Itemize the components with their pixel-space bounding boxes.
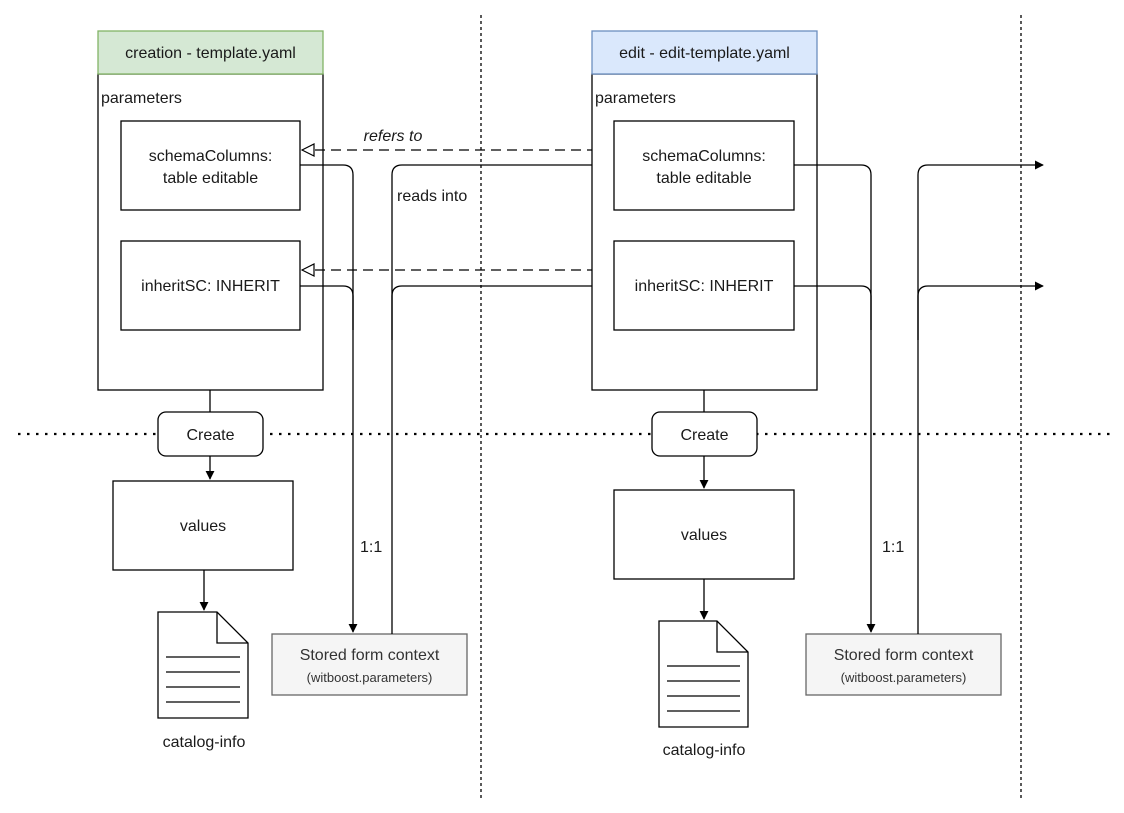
creation-catalog-info-label: catalog-info <box>163 734 246 751</box>
creation-document-icon <box>157 611 249 719</box>
creation-inherit-to-context-line <box>300 285 354 330</box>
edit-inherit-to-context-line <box>794 285 872 330</box>
creation-values-box <box>112 480 294 571</box>
edit-schema-columns-line2: table editable <box>656 170 751 187</box>
creation-parameters-label: parameters <box>101 90 182 107</box>
creation-template-title: creation - template.yaml <box>125 45 296 62</box>
edit-inherit-label: inheritSC: INHERIT <box>635 278 774 295</box>
edit-schema-columns-line1: schemaColumns: <box>642 148 766 165</box>
edit-context-title: Stored form context <box>834 647 974 664</box>
creation-ratio-label: 1:1 <box>360 539 382 556</box>
creation-template: creation - template.yaml parameters sche… <box>97 30 324 391</box>
creation-schema-to-context-arrow <box>300 164 358 633</box>
creation-context-title: Stored form context <box>300 647 440 664</box>
edit-context-subtitle: (witboost.parameters) <box>841 670 967 685</box>
creation-inherit-box <box>120 240 301 331</box>
edit-schema-to-context-arrow <box>794 164 876 633</box>
creation-create-button-label: Create <box>186 427 234 444</box>
creation-context-subtitle: (witboost.parameters) <box>307 670 433 685</box>
edit-create-button[interactable]: Create <box>651 411 758 457</box>
creation-inherit-label: inheritSC: INHERIT <box>141 278 280 295</box>
creation-values-label: values <box>180 518 226 535</box>
creation-schema-columns-line2: table editable <box>163 170 258 187</box>
edit-catalog-info-label: catalog-info <box>663 742 746 759</box>
reads-into-schema-arrow <box>391 160 612 634</box>
edit-template: edit - edit-template.yaml parameters sch… <box>591 30 818 391</box>
edit-schema-columns-box <box>613 120 795 211</box>
reads-into-label: reads into <box>397 188 467 205</box>
creation-schema-columns-box <box>120 120 301 211</box>
reads-into-inherit-arrow <box>391 281 612 340</box>
edit-parameters-label: parameters <box>595 90 676 107</box>
edit-values-label: values <box>681 527 727 544</box>
creation-create-button[interactable]: Create <box>157 411 264 457</box>
edit-template-header <box>591 30 818 75</box>
next-step-schema-arrow <box>917 160 1044 634</box>
refers-to-label: refers to <box>364 128 423 145</box>
creation-template-header <box>97 30 324 75</box>
edit-ratio-label: 1:1 <box>882 539 904 556</box>
edit-document-icon <box>658 620 749 728</box>
edit-create-button-label: Create <box>680 427 728 444</box>
edit-template-title: edit - edit-template.yaml <box>619 45 790 62</box>
edit-stored-form-context <box>805 633 1002 696</box>
next-step-inherit-arrow <box>917 281 1044 340</box>
creation-stored-form-context <box>271 633 468 696</box>
edit-values-box <box>613 489 795 580</box>
creation-schema-columns-line1: schemaColumns: <box>149 148 273 165</box>
